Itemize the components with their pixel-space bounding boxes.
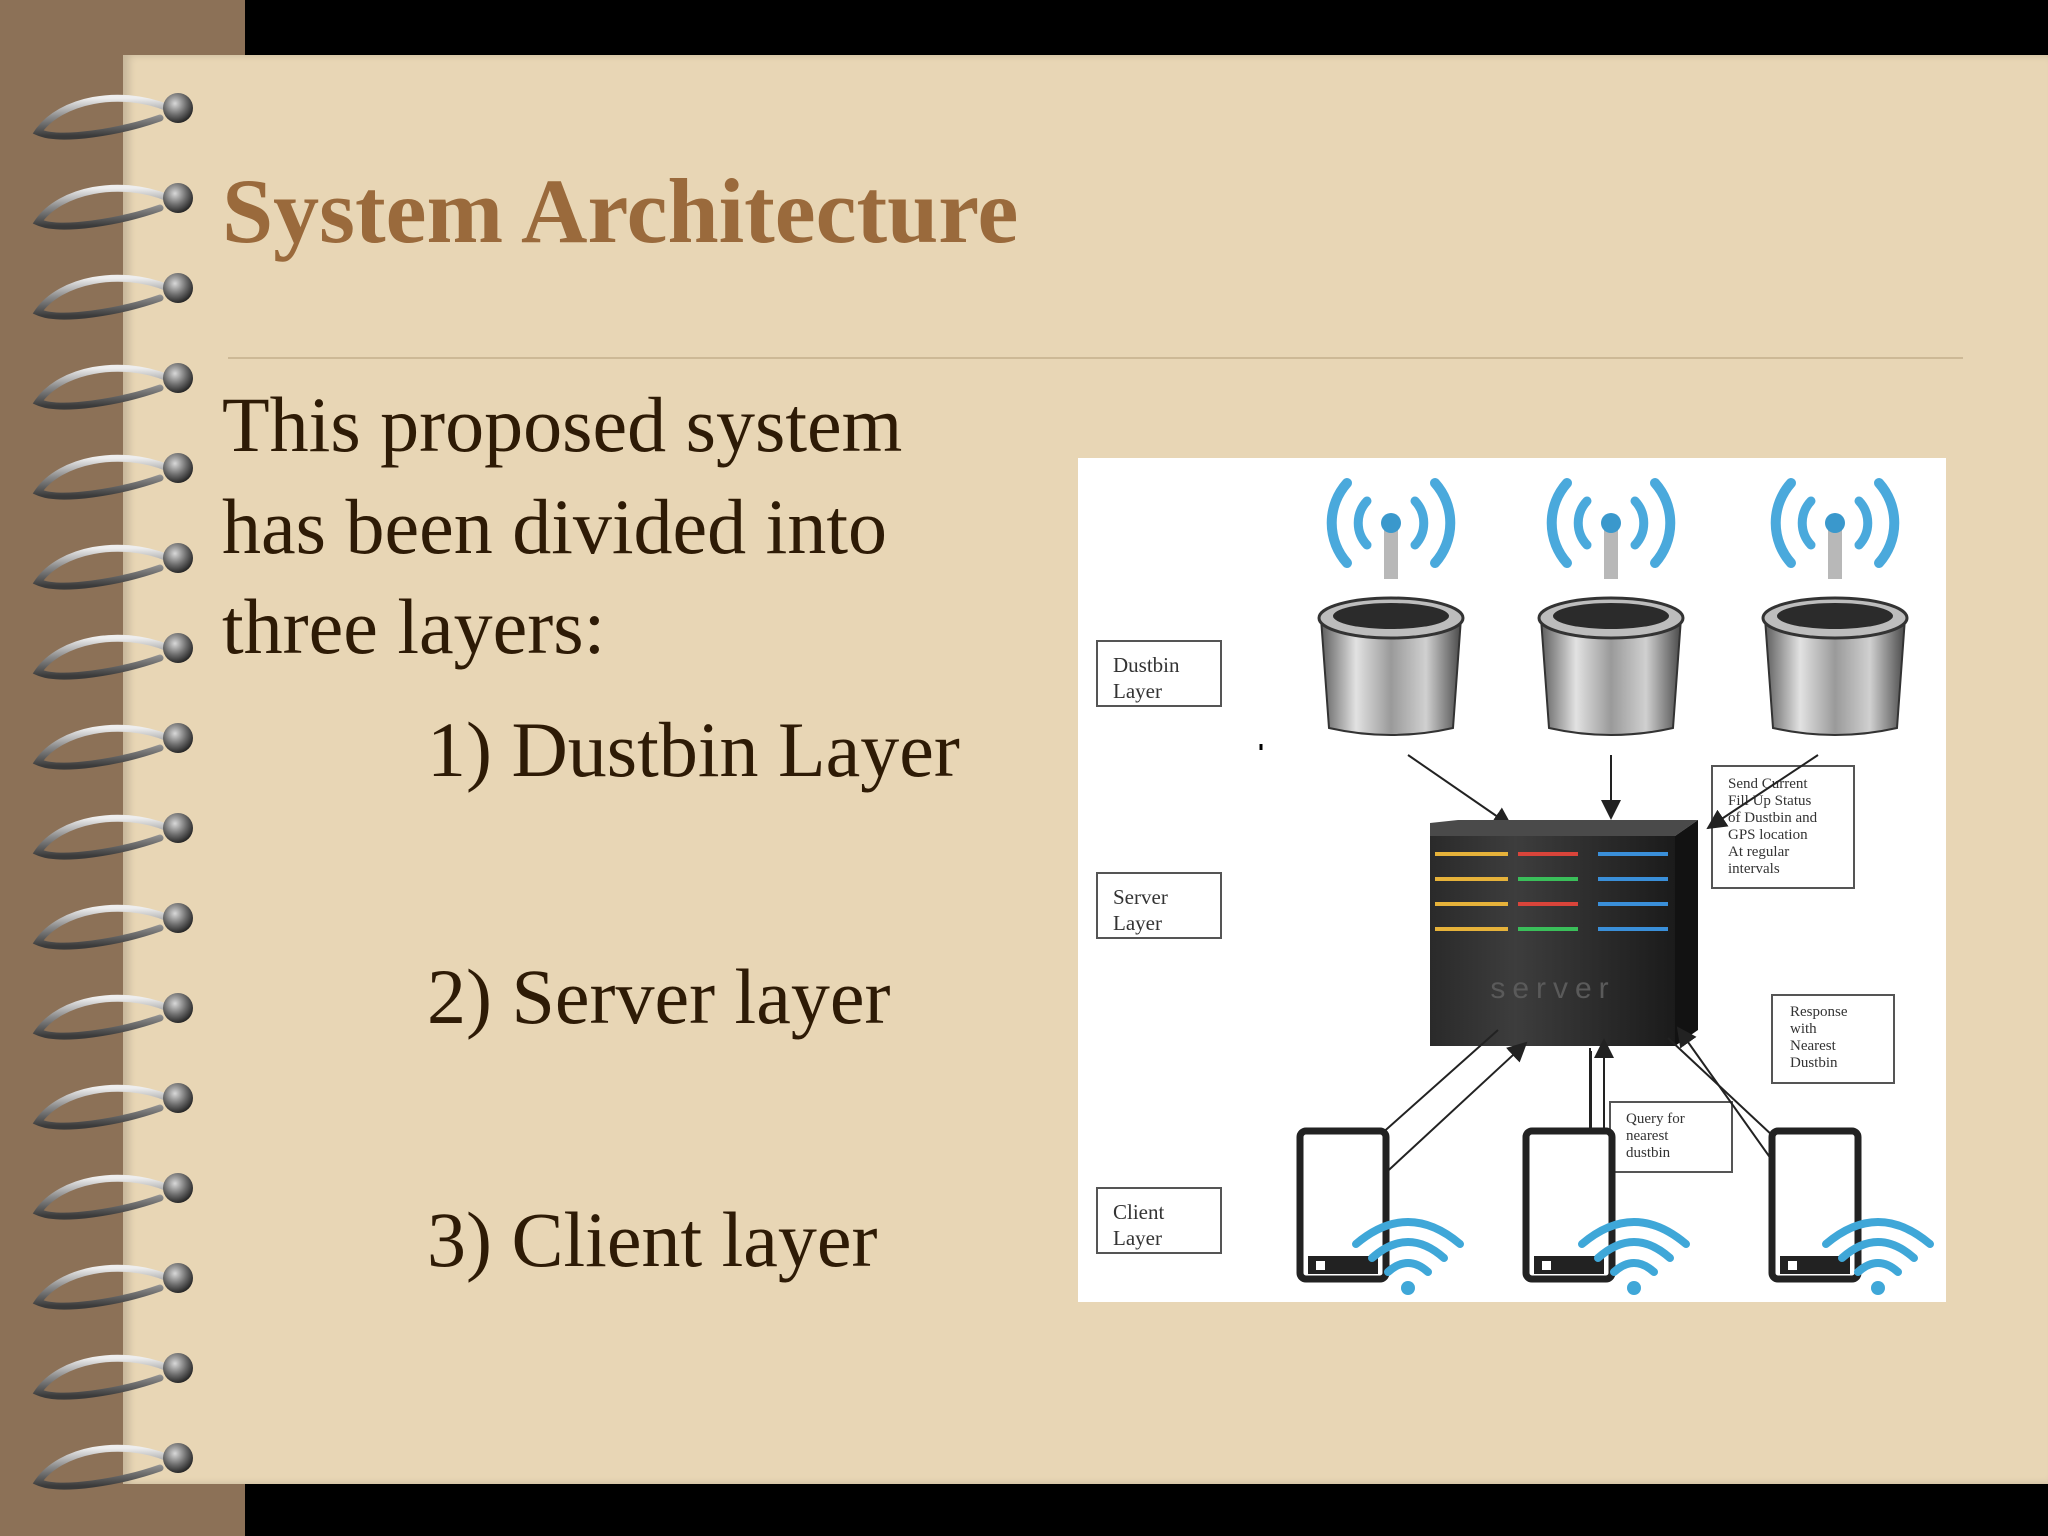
send-status-line-3: of Dustbin and [1728, 810, 1818, 826]
wifi-icon [1822, 1218, 1934, 1295]
send-status-line-6: intervals [1728, 861, 1780, 877]
query-line-1: Query for [1626, 1111, 1685, 1127]
slide-title: System Architecture [222, 160, 1019, 262]
spiral-ring [32, 543, 193, 590]
spiral-ring [32, 363, 193, 410]
response-line-4: Dustbin [1790, 1055, 1838, 1071]
send-status-line-2: Fill Up Status [1728, 793, 1812, 809]
spiral-binding [32, 93, 193, 1490]
arrow-dustbin-1-to-server [1407, 754, 1513, 828]
send-status-line-1: Send Current [1728, 776, 1808, 792]
top-border [245, 0, 2048, 55]
arrow-server-to-phone-1 [1377, 1041, 1528, 1181]
wifi-icon [1578, 1218, 1690, 1295]
spiral-ring [32, 633, 193, 680]
server-layer-label-1: Server [1113, 885, 1168, 909]
spiral-ring [32, 993, 193, 1040]
dustbin-layer-box: Dustbin Layer [1096, 640, 1222, 707]
server-layer-label-2: Layer [1113, 911, 1162, 935]
dustbin-icon [1317, 596, 1465, 736]
layer-item-dustbin: 1) Dustbin Layer [427, 706, 960, 793]
query-line-3: dustbin [1626, 1145, 1671, 1161]
spiral-ring [32, 1263, 193, 1310]
response-line-1: Response [1790, 1004, 1848, 1020]
dustbin-icon [1761, 596, 1909, 736]
spiral-ring [32, 1353, 193, 1400]
spiral-ring [32, 813, 193, 860]
server-label: server [1490, 972, 1615, 1005]
bottom-border [245, 1484, 2048, 1536]
spiral-ring [32, 273, 193, 320]
arrow-phone-3-to-server [1676, 1026, 1787, 1181]
dustbin-icon [1537, 596, 1685, 736]
layer-item-client: 3) Client layer [427, 1196, 878, 1283]
spiral-ring [32, 93, 193, 140]
smartphone-icon [1768, 1127, 1862, 1283]
arrow-dustbin-3-to-server [1706, 754, 1819, 830]
response-note: Response with Nearest Dustbin [1771, 994, 1895, 1084]
query-line-2: nearest [1626, 1128, 1669, 1144]
send-status-line-5: At regular [1728, 844, 1789, 860]
client-layer-label-2: Layer [1113, 1226, 1162, 1250]
wifi-signal-icon [1546, 478, 1676, 579]
send-status-note: Send Current Fill Up Status of Dustbin a… [1711, 765, 1855, 889]
response-line-3: Nearest [1790, 1038, 1837, 1054]
wifi-signal-icon [1326, 478, 1456, 579]
dustbin-layer-label-1: Dustbin [1113, 653, 1180, 677]
spiral-ring [32, 1173, 193, 1220]
response-line-2: with [1790, 1021, 1817, 1037]
spiral-ring [32, 723, 193, 770]
spiral-ring [32, 1083, 193, 1130]
intro-line-2: has been divided into [222, 483, 888, 570]
spiral-ring [32, 183, 193, 230]
spiral-ring [32, 453, 193, 500]
client-layer-box: Client Layer [1096, 1187, 1222, 1254]
query-note: Query for nearest dustbin [1609, 1101, 1733, 1173]
architecture-diagram-svg: Dustbin Layer Server Layer Client Layer … [1096, 478, 1934, 1295]
dustbin-layer-label-2: Layer [1113, 679, 1162, 703]
client-layer-label-1: Client [1113, 1200, 1164, 1224]
spiral-ring [32, 903, 193, 950]
server-icon: server [1430, 820, 1698, 1046]
send-status-line-4: GPS location [1728, 827, 1808, 843]
intro-line-3: three layers: [222, 583, 606, 670]
wifi-icon [1352, 1218, 1464, 1295]
wifi-signal-icon [1770, 478, 1900, 579]
intro-line-1: This proposed system [222, 381, 903, 468]
spiral-ring [32, 1443, 193, 1490]
server-layer-box: Server Layer [1096, 872, 1222, 939]
architecture-diagram: Dustbin Layer Server Layer Client Layer … [1078, 458, 1946, 1302]
layer-item-server: 2) Server layer [427, 953, 891, 1040]
title-divider [228, 357, 1963, 359]
